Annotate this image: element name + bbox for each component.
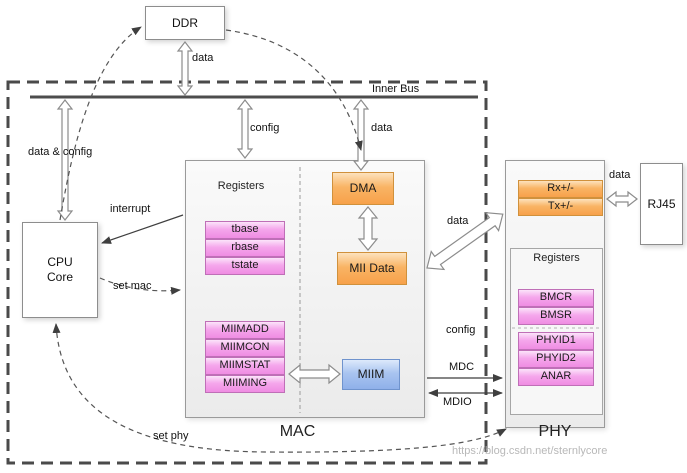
phy-reg-phyid1: PHYID1 — [518, 332, 594, 350]
label-mdc: MDC — [449, 361, 475, 373]
label-ddr-data: data — [192, 52, 214, 64]
label-mac-data: data — [371, 122, 393, 134]
phy-reg-phyid2-label: PHYID2 — [536, 352, 576, 365]
miim-label: MIIM — [357, 367, 385, 381]
label-rj45-data: data — [609, 169, 631, 181]
mac-reg-miimadd-label: MIIMADD — [221, 323, 269, 336]
phy-rx-label: Rx+/- — [547, 182, 574, 195]
mac-reg-tstate: tstate — [205, 257, 285, 275]
label-phy-config: config — [446, 324, 476, 336]
arrow-bus-cpu — [56, 99, 74, 221]
watermark-text: https://blog.csdn.net/sternlycore — [452, 445, 608, 457]
dma-label: DMA — [349, 181, 377, 195]
label-mac-phy-data: data — [447, 215, 469, 227]
phy-title: PHY — [538, 423, 572, 440]
mac-reg-miimcon-label: MIIMCON — [220, 341, 270, 354]
arrow-phy-rj45 — [606, 190, 638, 208]
ddr-box: DDR — [145, 6, 225, 40]
mac-reg-miimcon: MIIMCON — [205, 339, 285, 357]
phy-tx-label: Tx+/- — [547, 200, 574, 213]
mac-reg-miimadd: MIIMADD — [205, 321, 285, 339]
phy-reg-phyid2: PHYID2 — [518, 350, 594, 368]
dashed-arrow-ddr-dma — [225, 29, 363, 151]
mac-reg-miimstat-label: MIIMSTAT — [219, 359, 271, 372]
mii-data-box: MII Data — [337, 252, 407, 285]
label-mac-config: config — [250, 122, 280, 134]
phy-reg-anar-label: ANAR — [540, 370, 572, 383]
mii-data-label: MII Data — [349, 261, 395, 275]
phy-reg-bmcr: BMCR — [518, 289, 594, 307]
mac-reg-miiming: MIIMING — [205, 375, 285, 393]
label-mdio: MDIO — [443, 396, 472, 408]
mac-reg-tstate-label: tstate — [231, 259, 259, 272]
mac-reg-rbase-label: rbase — [231, 241, 259, 254]
mac-reg-miimstat: MIIMSTAT — [205, 357, 285, 375]
miim-box: MIIM — [342, 359, 400, 390]
label-set-mac: set mac — [113, 280, 152, 292]
ddr-label: DDR — [172, 15, 198, 30]
phy-rx-box: Rx+/- — [518, 180, 603, 198]
phy-registers-box — [510, 248, 603, 415]
mac-reg-miiming-label: MIIMING — [223, 377, 267, 390]
label-inner-bus: Inner Bus — [372, 83, 420, 95]
dashed-arrow-cpu-ddr — [59, 26, 142, 221]
phy-reg-phyid1-label: PHYID1 — [536, 334, 576, 347]
mac-registers-title: Registers — [217, 180, 265, 192]
phy-tx-box: Tx+/- — [518, 198, 603, 216]
mac-reg-rbase: rbase — [205, 239, 285, 257]
label-set-phy: set phy — [153, 430, 189, 442]
cpu-core-label: CPU Core — [46, 255, 73, 284]
rj45-box: RJ45 — [640, 163, 683, 245]
arrow-interrupt — [101, 214, 184, 244]
dma-box: DMA — [332, 172, 394, 205]
mac-title: MAC — [279, 423, 316, 440]
rj45-label: RJ45 — [647, 196, 676, 211]
label-interrupt: interrupt — [110, 203, 151, 215]
cpu-core-box: CPU Core — [22, 222, 98, 318]
phy-reg-anar: ANAR — [518, 368, 594, 386]
mac-reg-tbase: tbase — [205, 221, 285, 239]
arrow-ddr-bus — [176, 41, 194, 96]
phy-registers-title: Registers — [533, 252, 580, 264]
label-data-config: data & config — [28, 146, 93, 158]
phy-reg-bmcr-label: BMCR — [539, 291, 573, 304]
phy-reg-bmsr-label: BMSR — [540, 309, 572, 322]
phy-reg-bmsr: BMSR — [518, 307, 594, 325]
mac-reg-tbase-label: tbase — [231, 223, 259, 236]
